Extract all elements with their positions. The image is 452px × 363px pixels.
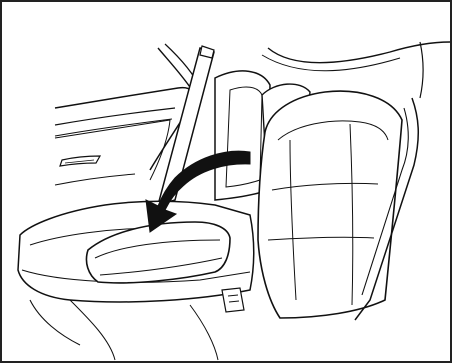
- door-handle: [60, 156, 100, 166]
- seat-cushion-lower-3: [190, 305, 218, 360]
- door-window-lower: [55, 120, 170, 180]
- seat-cushion-lower-2: [70, 300, 115, 360]
- seat-belt-buckle: [222, 288, 244, 312]
- seat-cushion-lower: [30, 300, 80, 345]
- seatback-right: [258, 91, 402, 318]
- right-pillar-top: [420, 42, 423, 98]
- door-pocket-line: [55, 174, 135, 185]
